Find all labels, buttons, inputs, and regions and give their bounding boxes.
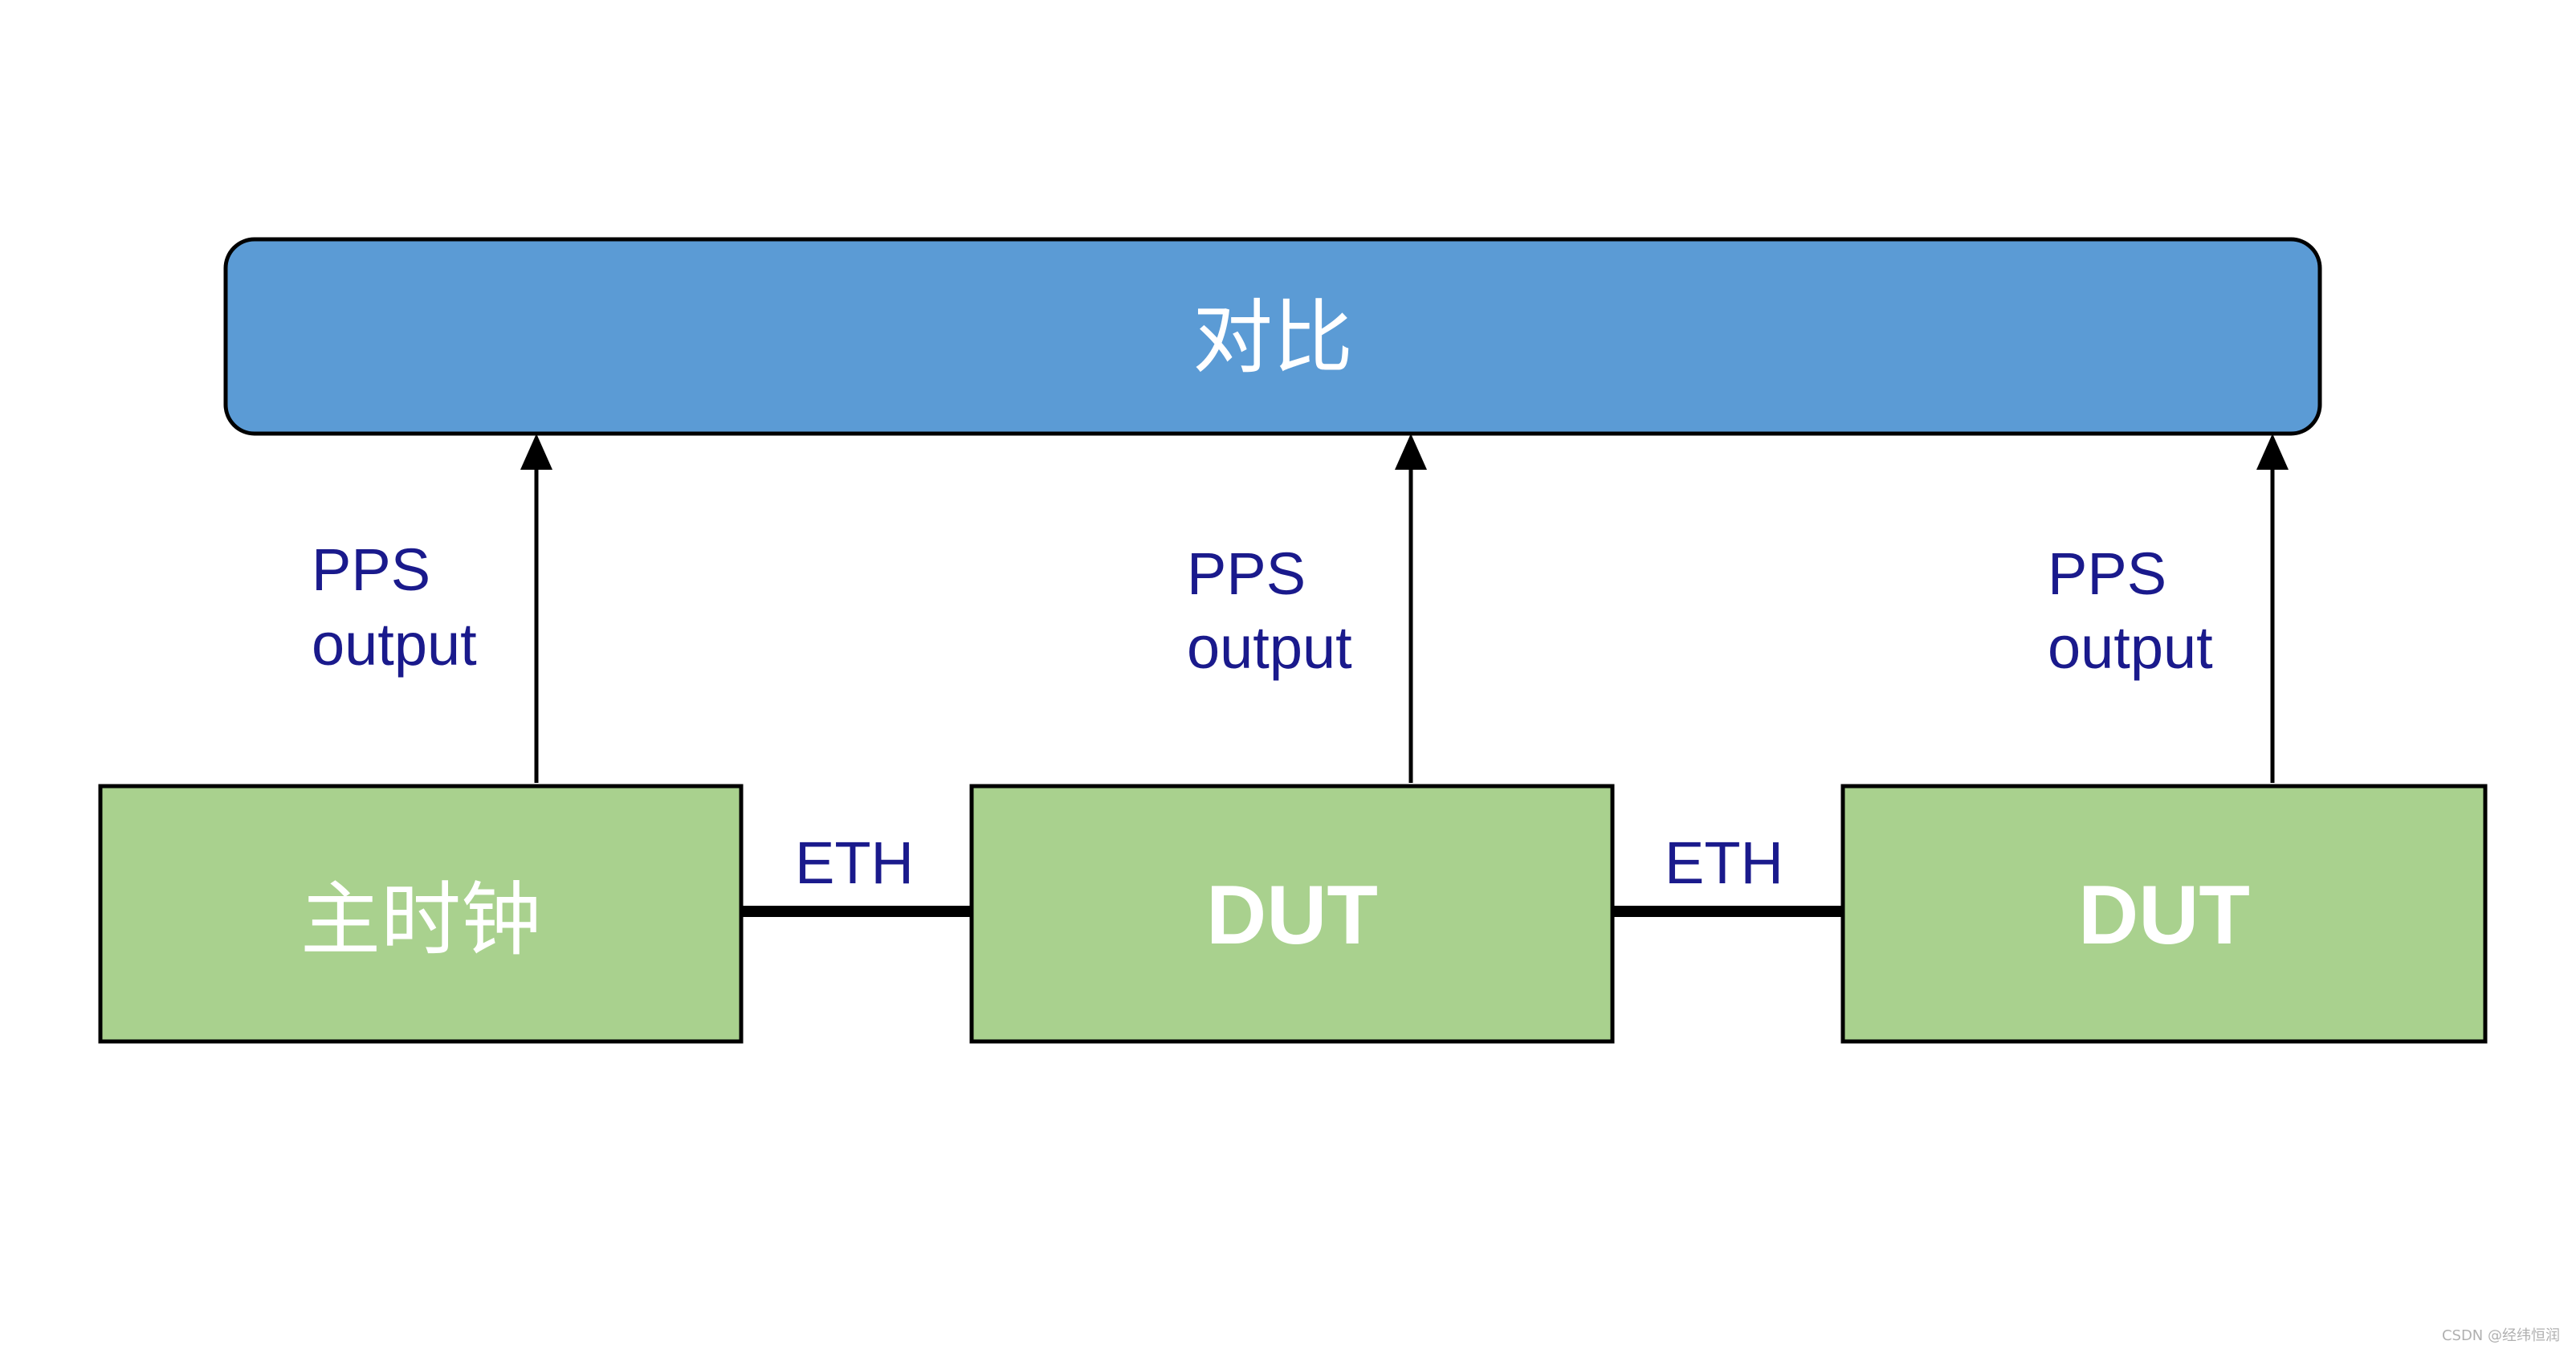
pps-arrow-master bbox=[520, 434, 552, 783]
dut-box-1: DUT bbox=[969, 784, 1615, 1044]
dut-rect-2 bbox=[1840, 784, 2488, 1044]
compare-box-rect bbox=[223, 237, 2322, 436]
pps-arrow-dut2 bbox=[2256, 434, 2289, 783]
watermark-text: CSDN @经纬恒润 bbox=[2441, 1327, 2560, 1344]
dut-box-2: DUT bbox=[1840, 784, 2488, 1044]
pps-arrow-dut1 bbox=[1395, 434, 1427, 783]
arrow-head-icon bbox=[520, 434, 552, 470]
eth-label-2: ETH bbox=[1665, 829, 1783, 896]
pps-label-dut1-line2: output bbox=[1187, 614, 1352, 681]
arrow-head-icon bbox=[1395, 434, 1427, 470]
dut-label-2: DUT bbox=[2078, 869, 2250, 962]
dut-rect-1 bbox=[969, 784, 1615, 1044]
master-clock-box: 主时钟 bbox=[98, 784, 744, 1044]
pps-label-dut1-line1: PPS bbox=[1187, 540, 1306, 607]
master-clock-rect bbox=[98, 784, 744, 1044]
pps-label-dut2-line1: PPS bbox=[2048, 540, 2166, 607]
compare-box-label: 对比 bbox=[1192, 291, 1353, 385]
pps-label-dut2-line2: output bbox=[2048, 614, 2213, 681]
pps-label-master-line2: output bbox=[312, 611, 477, 678]
master-clock-label: 主时钟 bbox=[300, 873, 541, 967]
compare-box: 对比 bbox=[223, 237, 2322, 436]
dut-label-1: DUT bbox=[1206, 869, 1378, 962]
eth-label-1: ETH bbox=[795, 829, 914, 896]
arrow-head-icon bbox=[2256, 434, 2289, 470]
pps-label-master-line1: PPS bbox=[312, 536, 430, 603]
